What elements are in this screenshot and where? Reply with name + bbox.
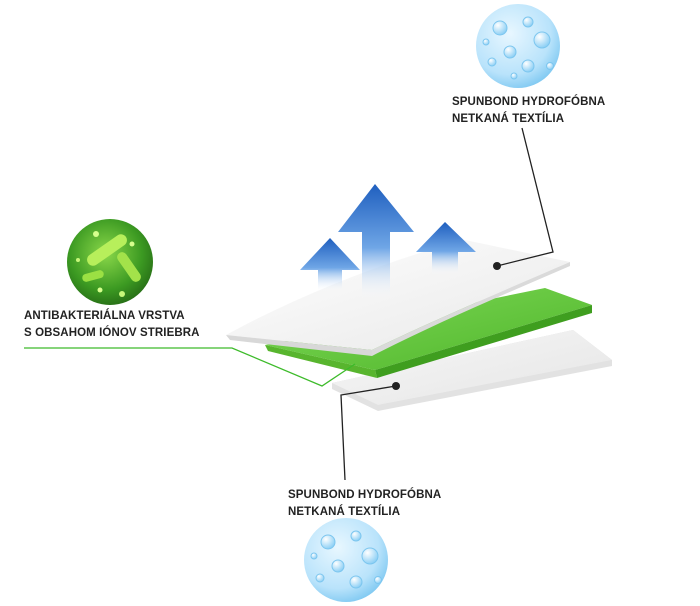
label-middle-line2: S OBSAHOM IÓNOV STRIEBRA — [24, 327, 200, 339]
bacteria-icon — [67, 219, 153, 305]
bottom-spunbond-layer — [332, 330, 612, 411]
label-bottom-line1: SPUNBOND HYDROFÓBNA — [288, 489, 442, 501]
arrow-center-icon — [338, 184, 414, 300]
water-drops-icon — [304, 518, 388, 602]
label-middle-line1: ANTIBAKTERIÁLNA VRSTVA — [24, 310, 185, 322]
label-top-line2: NETKANÁ TEXTÍLIA — [452, 113, 565, 125]
top-spunbond-layer — [226, 240, 570, 356]
leader-lines — [24, 127, 554, 481]
arrow-right-icon — [416, 222, 476, 275]
label-antibacterial: ANTIBAKTERIÁLNA VRSTVA S OBSAHOM IÓNOV S… — [24, 308, 200, 342]
label-top-line1: SPUNBOND HYDROFÓBNA — [452, 96, 606, 108]
label-bottom-line2: NETKANÁ TEXTÍLIA — [288, 506, 401, 518]
leader-middle — [24, 347, 356, 387]
label-bottom-spunbond: SPUNBOND HYDROFÓBNA NETKANÁ TEXTÍLIA — [288, 487, 441, 521]
vapor-arrows — [300, 184, 476, 300]
water-drops-icon — [476, 4, 560, 88]
leader-top — [496, 127, 554, 267]
arrow-left-icon — [300, 238, 360, 292]
leader-bottom — [340, 385, 397, 481]
label-top-spunbond: SPUNBOND HYDROFÓBNA NETKANÁ TEXTÍLIA — [452, 94, 605, 128]
